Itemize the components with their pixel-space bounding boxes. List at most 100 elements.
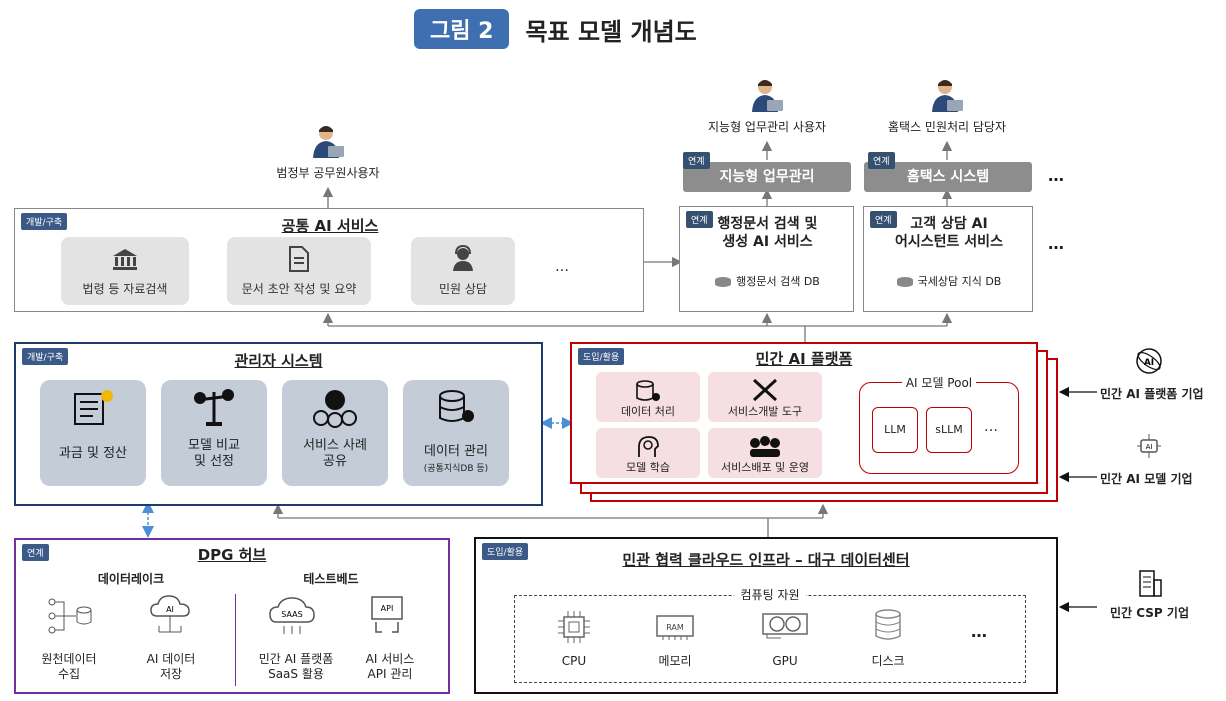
admin-case-share-label: 서비스 사례 공유 [303,438,367,469]
svg-text:AI: AI [1146,443,1153,451]
svg-text:RAM: RAM [666,623,684,632]
doc-search-tag: 연계 [686,211,713,228]
common-ai-more: … [555,259,569,275]
dpg-item-ai-storage: AI 데이터 저장 [146,652,196,681]
document-icon [289,246,309,272]
data-collect-icon [48,598,92,634]
private-model-training-label: 모델 학습 [626,461,670,474]
figure-badge: 그림 2 [414,9,510,49]
private-model-training: 모델 학습 [596,428,700,478]
svg-text:API: API [381,604,394,613]
compute-cpu-label: CPU [561,654,587,668]
billing-icon [74,390,113,425]
consult-assistant-title: 고객 상담 AI 어시스턴트 서비스 [895,216,1003,250]
ai-platform-icon: AI [1136,348,1162,374]
private-ai-tag: 도입/활용 [578,348,625,365]
dpg-item-raw-collect: 원천데이터 수집 [41,652,97,681]
ai-chip-icon: AI [1137,434,1161,458]
dpg-divider [235,594,236,686]
tools-icon [752,378,778,402]
scale-icon [194,389,234,426]
svg-text:SAAS: SAAS [281,610,302,619]
cloud-tag: 도입/활용 [482,543,529,560]
admin-case-share: 서비스 사례 공유 [282,380,388,486]
service-civil-label: 민원 상담 [439,282,487,296]
admin-data-label: 데이터 관리 [424,444,488,459]
figure-title-text: 목표 모델 개념도 [525,17,697,46]
cloud-title: 민관 협력 클라우드 인프라 – 대구 데이터센터 [622,551,910,569]
compute-resources-box: 컴퓨팅 자원 RAM CPU 메모리 GPU 디스크 … [514,588,1026,683]
private-data-processing-label: 데이터 처리 [620,405,676,418]
bank-icon [113,249,137,270]
share-icon [313,390,357,428]
dpg-item-api: AI 서비스 API 관리 [365,652,415,681]
service-law-label: 법령 등 자료검색 [82,282,168,296]
compute-ram-label: 메모리 [658,654,692,668]
brain-head-icon [638,436,659,457]
compute-gpu-label: GPU [772,654,798,668]
cloud-infra-box: 도입/활용 민관 협력 클라우드 인프라 – 대구 데이터센터 컴퓨팅 자원 R… [474,537,1058,694]
user-icon-hometax [932,80,963,112]
team-gears-icon [750,436,780,457]
doc-search-db: 행정문서 검색 DB [680,273,855,289]
side-csp-company: 민간 CSP 기업 [1110,606,1189,620]
compute-disk-label: 디스크 [871,654,905,668]
user-label-intelligent: 지능형 업무관리 사용자 [707,120,827,134]
user-icon-intelligent [752,80,783,112]
svg-text:AI: AI [166,605,174,614]
database-gear-icon [636,380,660,401]
service-draft-summary: 문서 초안 작성 및 요약 [227,237,371,305]
api-icon: API [371,596,403,633]
admin-tag: 개발/구축 [22,348,69,365]
admin-model-compare-label: 모델 비교 및 선정 [188,438,240,469]
ai-model-pool-title: AI 모델 Pool [860,374,1018,391]
consult-assistant-service-box: 연계 고객 상담 AI 어시스턴트 서비스 국세상담 지식 DB [863,206,1033,312]
model-llm: LLM [872,407,918,453]
database-gear-icon [439,390,474,422]
database-icon [715,277,732,287]
admin-model-compare: 모델 비교 및 선정 [161,380,267,486]
admin-title: 관리자 시스템 [234,352,323,370]
admin-data-management: 데이터 관리 (공통지식DB 등) [403,380,509,486]
model-sllm: sLLM [926,407,972,453]
side-platform-company: 민간 AI 플랫폼 기업 [1100,387,1204,401]
doc-search-title: 행정문서 검색 및 생성 AI 서비스 [717,216,818,250]
gpu-icon [762,613,808,639]
compute-title: 컴퓨팅 자원 [515,586,1025,603]
admin-system-box: 개발/구축 관리자 시스템 과금 및 정산 모델 비교 및 선정 서비스 사례 … [14,342,543,506]
cpu-icon [558,611,590,643]
building-icon [1139,570,1162,597]
side-model-company: 민간 AI 모델 기업 [1100,472,1193,486]
ai-cloud-storage-icon: AI [150,595,190,633]
dpg-lake-title: 데이터레이크 [97,572,165,586]
admin-billing-label: 과금 및 정산 [58,446,128,461]
compute-more: … [971,622,987,641]
service-draft-label: 문서 초안 작성 및 요약 [241,282,357,296]
dpg-testbed-title: 테스트베드 [303,572,359,586]
service-law-search: 법령 등 자료검색 [61,237,189,305]
private-data-processing: 데이터 처리 [596,372,700,422]
more-ellipsis-heads: … [1048,166,1064,185]
svg-text:AI: AI [1144,358,1154,368]
common-ai-title: 공통 AI 서비스 [281,217,379,235]
hometax-link-tag: 연계 [868,152,895,169]
database-icon [896,277,913,287]
dpg-title: DPG 허브 [197,546,267,564]
user-label-hometax: 홈택스 민원처리 담당자 [887,120,1007,134]
disk-icon [875,609,901,640]
common-ai-service-box: 개발/구축 공통 AI 서비스 법령 등 자료검색 문서 초안 작성 및 요약 … [14,208,644,312]
dpg-tag: 연계 [22,544,49,561]
ram-icon: RAM [656,615,694,640]
private-dev-tools: 서비스개발 도구 [708,372,822,422]
private-dev-tools-label: 서비스개발 도구 [727,405,803,418]
model-more: … [984,419,998,435]
private-deploy-ops-label: 서비스배포 및 운영 [721,461,809,474]
consult-assistant-tag: 연계 [870,211,897,228]
doc-search-service-box: 연계 행정문서 검색 및 생성 AI 서비스 행정문서 검색 DB [679,206,854,312]
saas-cloud-icon: SAAS [269,597,315,634]
ai-model-pool: AI 모델 Pool LLM sLLM … [859,376,1019,474]
user-icon-gov [313,126,344,158]
service-civil-consult: 민원 상담 [411,237,515,305]
consult-assistant-db: 국세상담 지식 DB [864,273,1034,289]
